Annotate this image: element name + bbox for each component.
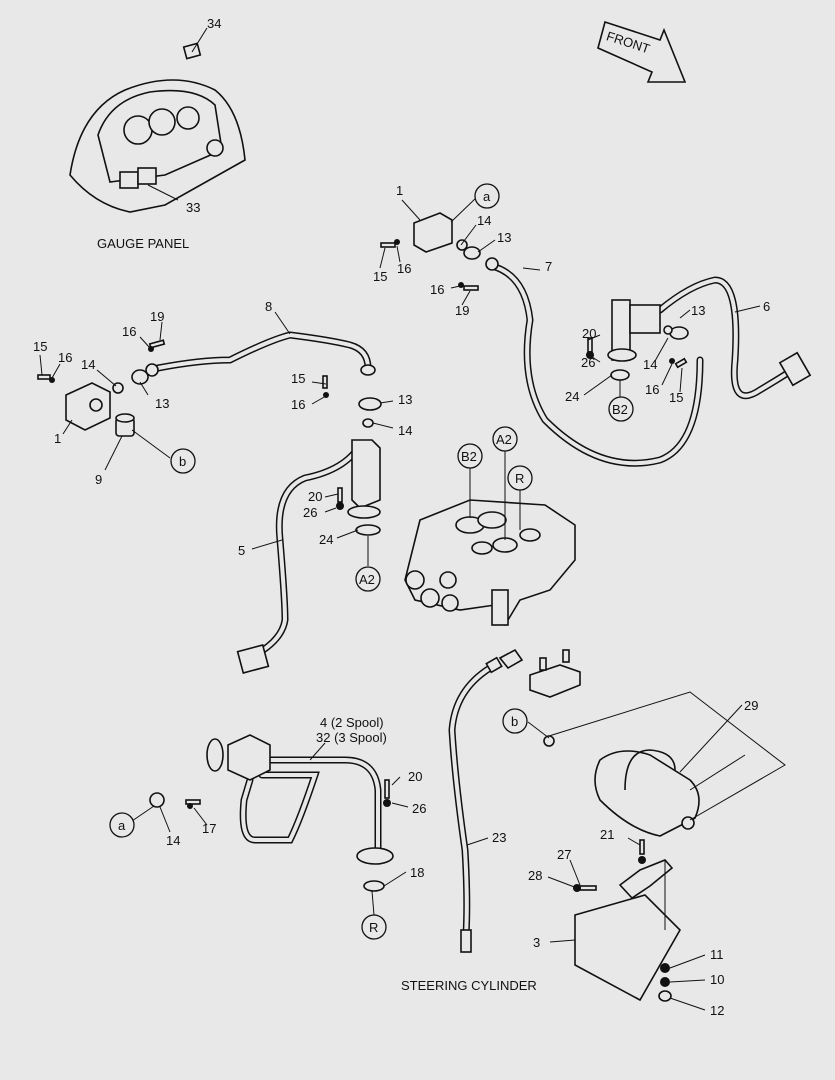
ref-label-a: a (483, 189, 491, 204)
part-label-24: 24 (565, 389, 579, 404)
part-label-21: 21 (600, 827, 614, 842)
part-label-16: 16 (122, 324, 136, 339)
ref-label-a-bottom: a (118, 818, 126, 833)
part-label-19: 19 (150, 309, 164, 324)
control-valve (404, 499, 576, 627)
part-label-13: 13 (398, 392, 412, 407)
ref-label-r-valve: R (515, 471, 524, 486)
part-label-15: 15 (33, 339, 47, 354)
part-label-9: 9 (95, 472, 102, 487)
ref-label-b2-valve: B2 (461, 449, 477, 464)
part-label-12: 12 (710, 1003, 724, 1018)
front-arrow (597, 20, 687, 83)
part-label-16: 16 (430, 282, 444, 297)
part-label-1: 1 (396, 183, 403, 198)
part-label-14: 14 (643, 357, 657, 372)
ref-circle-b2-valve (457, 443, 483, 469)
leader-23 (466, 837, 489, 846)
part-label-19: 19 (455, 303, 469, 318)
part-label-33: 33 (186, 200, 200, 215)
ref-circle-a (474, 183, 500, 209)
part-label-16: 16 (645, 382, 659, 397)
part-label-26: 26 (412, 801, 426, 816)
part-label-15: 15 (291, 371, 305, 386)
part-label-16: 16 (397, 261, 411, 276)
part-label-14: 14 (477, 213, 491, 228)
part-label-27: 27 (557, 847, 571, 862)
hose-8 (154, 331, 372, 372)
part-label-4: 4 (2 Spool) (320, 715, 384, 730)
part-label-13: 13 (497, 230, 511, 245)
ref-circle-b2 (608, 396, 634, 422)
ref-circle-r-bottom (361, 914, 387, 940)
steering-cylinder-caption: STEERING CYLINDER (401, 978, 537, 993)
tube-4-32 (149, 734, 394, 892)
part-label-34: 34 (207, 16, 221, 31)
part-label-11: 11 (710, 947, 724, 962)
gauge-panel-caption: GAUGE PANEL (97, 236, 189, 251)
bottom-left-leaders (131, 742, 409, 916)
part-label-8: 8 (265, 299, 272, 314)
part-label-16: 16 (291, 397, 305, 412)
top-leaders (379, 196, 761, 398)
part-label-32: 32 (3 Spool) (316, 730, 387, 745)
part-label-26: 26 (581, 355, 595, 370)
hose-7 (488, 262, 704, 467)
ref-circle-b-bottom (502, 708, 528, 734)
elbow-fitting-right (586, 299, 689, 381)
block-1-left (37, 339, 166, 437)
ref-label-b: b (179, 454, 186, 469)
hose-6 (656, 276, 812, 400)
ref-label-r-bottom: R (369, 920, 378, 935)
part-label-26: 26 (303, 505, 317, 520)
part-label-5: 5 (238, 543, 245, 558)
ref-circle-a2-valve (492, 426, 518, 452)
ref-label-b2: B2 (612, 402, 628, 417)
part-label-28: 28 (528, 868, 542, 883)
gauge-panel-leaders (147, 27, 208, 201)
part-label-7: 7 (545, 259, 552, 274)
valve-leaders (469, 451, 521, 540)
ref-label-a2-valve: A2 (496, 432, 512, 447)
part-label-20: 20 (408, 769, 422, 784)
ref-circle-a-bottom (109, 812, 135, 838)
part-label-29: 29 (744, 698, 758, 713)
left-leaders (39, 311, 394, 566)
ref-circle-b (170, 448, 196, 474)
part-label-17: 17 (202, 821, 216, 836)
part-label-10: 10 (710, 972, 724, 987)
part-label-23: 23 (492, 830, 506, 845)
part-label-3: 3 (533, 935, 540, 950)
filter-leaders (527, 691, 786, 1011)
part-label-15: 15 (373, 269, 387, 284)
part-label-13: 13 (155, 396, 169, 411)
part-label-14: 14 (398, 423, 412, 438)
part-label-15: 15 (669, 390, 683, 405)
part-label-20: 20 (308, 489, 322, 504)
block-1-top (380, 212, 499, 291)
part-label-24: 24 (319, 532, 333, 547)
ref-label-b-bottom: b (511, 714, 518, 729)
ref-label-a2: A2 (359, 572, 375, 587)
hose-23 (448, 648, 581, 953)
part-label-18: 18 (410, 865, 424, 880)
part-label-14: 14 (166, 833, 180, 848)
ref-circle-r-valve (507, 465, 533, 491)
part-label-14: 14 (81, 357, 95, 372)
filter-assembly (543, 735, 700, 1002)
part-label-20: 20 (582, 326, 596, 341)
part-label-16: 16 (58, 350, 72, 365)
gauge-panel (69, 42, 246, 213)
tube-5 (236, 364, 382, 674)
part-label-6: 6 (763, 299, 770, 314)
part-label-13: 13 (691, 303, 705, 318)
ref-circle-a2 (355, 566, 381, 592)
part-label-1: 1 (54, 431, 61, 446)
